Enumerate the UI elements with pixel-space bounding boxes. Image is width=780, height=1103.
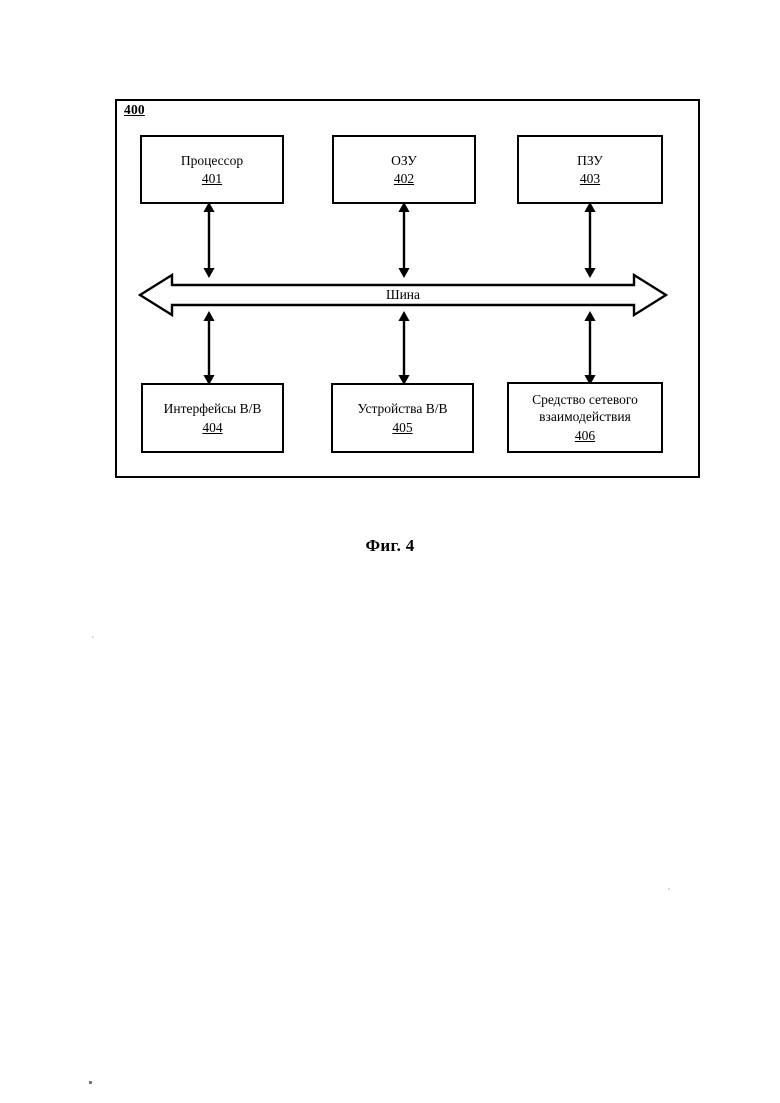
component-box-network: Средство сетевого взаимодействия 406 — [507, 382, 663, 453]
system-reference-number: 400 — [124, 102, 145, 117]
double-arrow-icon — [203, 311, 215, 385]
component-ref-io-devices: 405 — [392, 419, 413, 435]
component-box-processor: Процессор 401 — [140, 135, 284, 204]
component-title-rom: ПЗУ — [577, 152, 603, 168]
double-arrow-icon — [398, 311, 410, 385]
component-ref-processor: 401 — [201, 171, 223, 186]
component-title-ram: ОЗУ — [391, 152, 417, 168]
double-arrow-icon — [584, 202, 596, 278]
component-title-processor: Процессор — [180, 152, 244, 168]
component-title-io-devices: Устройства В/В — [357, 401, 448, 417]
bus-arrow-icon — [138, 272, 668, 318]
scan-artifact — [668, 888, 670, 890]
component-box-ram: ОЗУ 402 — [332, 135, 476, 204]
scan-artifact — [89, 1081, 92, 1084]
component-ref-io-interfaces: 404 — [202, 419, 223, 435]
connector-bus-io-devices — [396, 311, 412, 385]
component-title-network: Средство сетевого взаимодействия — [532, 392, 638, 425]
component-ref-rom: 403 — [579, 171, 601, 186]
double-arrow-icon — [398, 202, 410, 278]
scan-artifact — [92, 636, 94, 638]
component-title-io-interfaces: Интерфейсы В/В — [163, 401, 262, 417]
component-ref-network: 406 — [574, 427, 596, 443]
connector-rom-bus — [582, 202, 598, 278]
double-arrow-icon — [203, 202, 215, 278]
connector-ram-bus — [396, 202, 412, 278]
connector-bus-network — [582, 311, 598, 385]
double-arrow-icon — [584, 311, 596, 385]
component-box-io-devices: Устройства В/В 405 — [331, 383, 474, 453]
system-frame — [115, 99, 700, 478]
connector-processor-bus — [201, 202, 217, 278]
component-ref-ram: 402 — [393, 171, 415, 186]
connector-bus-io-interfaces — [201, 311, 217, 385]
figure-caption: Фиг. 4 — [365, 536, 415, 555]
component-box-rom: ПЗУ 403 — [517, 135, 663, 204]
component-box-io-interfaces: Интерфейсы В/В 404 — [141, 383, 284, 453]
